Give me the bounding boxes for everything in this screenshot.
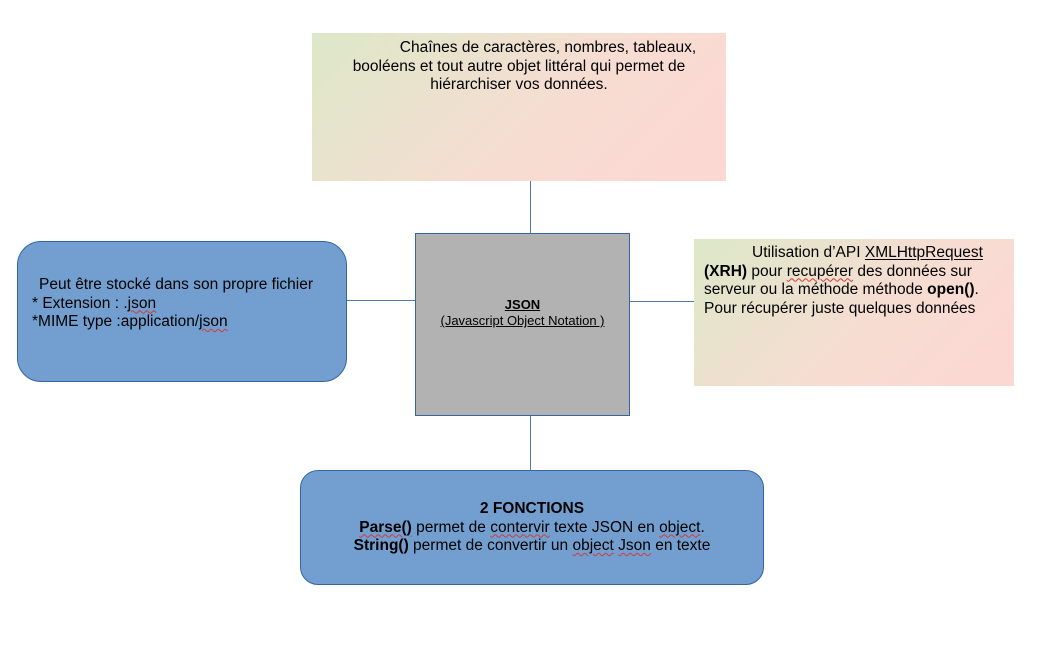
- string-line-word-1: object: [572, 537, 614, 554]
- connector-right: [630, 301, 694, 302]
- json-subtitle: (Javascript Object Notation ): [440, 313, 605, 328]
- file-storage-box[interactable]: Peut être stocké dans son propre fichier…: [17, 241, 347, 382]
- file-extension-word: json: [127, 294, 157, 312]
- xhr-abbrev: (XRH): [704, 262, 748, 280]
- string-line-word-2: Json: [618, 537, 651, 554]
- xhr-line-3-end: .: [974, 281, 979, 298]
- xhr-line-1-prefix: Utilisation d’API: [752, 244, 865, 261]
- xhr-line-2-pre: pour: [747, 262, 787, 280]
- string-line-end: en texte: [650, 537, 711, 554]
- data-types-line-2: booléens et tout autre objet littéral qu…: [352, 57, 686, 75]
- data-types-line-1: Chaînes de caractères, nombres, tableaux…: [399, 39, 697, 56]
- file-extension-prefix: * Extension : .: [32, 294, 128, 312]
- mime-type-prefix: *MIME type :application/: [32, 313, 200, 330]
- parse-line-word-2: object: [659, 518, 701, 536]
- string-line-pre: permet de convertir un: [408, 537, 573, 554]
- parse-line-pre: permet de: [411, 518, 491, 536]
- xhr-line-2-rest: des données sur: [853, 262, 972, 280]
- xhr-open-method: open(): [927, 281, 975, 298]
- parse-line-end: .: [700, 518, 705, 536]
- xhr-api-name: XMLHttpRequest: [864, 244, 983, 261]
- functions-heading: 2 FONCTIONS: [479, 500, 585, 517]
- xhr-line-3: serveur ou la méthode méthode open().: [704, 281, 1006, 300]
- data-types-box[interactable]: Chaînes de caractères, nombres, tableaux…: [312, 33, 726, 181]
- xhr-line-1: Utilisation d’API XMLHttpRequest: [704, 244, 1006, 263]
- parse-line: Parse() permet de contervir texte JSON e…: [301, 519, 763, 538]
- functions-box[interactable]: 2 FONCTIONS Parse() permet de contervir …: [300, 470, 764, 585]
- file-extension-line: * Extension : .json: [32, 295, 346, 314]
- xhr-line-2: (XRH) pour recupérer des données sur: [704, 263, 1006, 282]
- xhr-line-3-pre: serveur ou la méthode méthode: [704, 281, 928, 298]
- string-function: String(): [353, 537, 409, 554]
- parse-line-mid: texte JSON en: [549, 518, 660, 536]
- xhr-line-4: Pour récupérer juste quelques données: [704, 299, 976, 317]
- mime-type-word: json: [199, 313, 228, 330]
- mime-type-line: *MIME type :application/json: [32, 313, 346, 332]
- file-storage-line-1: Peut être stocké dans son propre fichier: [39, 276, 313, 293]
- connector-top: [530, 181, 531, 233]
- parse-function: Parse(): [359, 518, 412, 536]
- xhr-usage-box[interactable]: Utilisation d’API XMLHttpRequest (XRH) p…: [694, 239, 1014, 386]
- json-center-box[interactable]: JSON (Javascript Object Notation ): [415, 233, 630, 416]
- parse-line-word-1: contervir: [490, 518, 550, 536]
- connector-left: [347, 300, 415, 301]
- data-types-line-3: hiérarchiser vos données.: [430, 76, 608, 93]
- json-title: JSON: [504, 297, 541, 312]
- xhr-line-2-word: recupérer: [786, 262, 854, 280]
- connector-bottom: [530, 416, 531, 470]
- string-line: String() permet de convertir un object J…: [301, 537, 763, 556]
